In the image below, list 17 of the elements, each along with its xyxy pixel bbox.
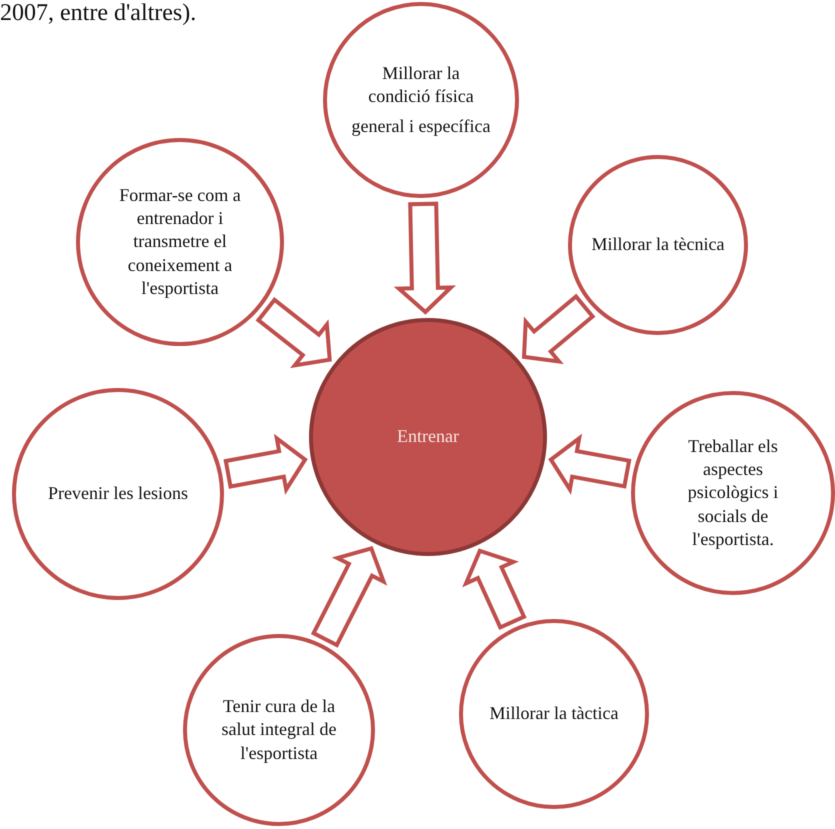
circle-label: Treballar els aspectes psicològics i socials de l'esportista. <box>686 434 780 552</box>
citation-text: 2007, entre d'altres). <box>0 0 196 27</box>
circle-label: general i específica <box>351 114 491 138</box>
circle-label: Prevenir les lesions <box>47 482 189 506</box>
block-arrow <box>548 434 632 495</box>
circle-label: Millorar la condició física <box>367 62 475 108</box>
block-arrow <box>223 434 308 495</box>
block-arrow <box>310 546 388 648</box>
block-arrow <box>394 202 456 315</box>
circle-label: Millorar la tècnica <box>590 233 726 256</box>
block-arrow <box>522 294 596 364</box>
circle-label: Tenir cura de la salut integral de l'esportista <box>220 694 338 765</box>
circle-label: Entrenar <box>396 425 460 448</box>
circle-label: Millorar la tàctica <box>488 702 620 726</box>
block-arrow <box>462 548 527 630</box>
circle-label: Formar-se com a entrenador i transmetre el coneixement a l'esportista <box>118 184 242 300</box>
block-arrow <box>256 297 332 368</box>
